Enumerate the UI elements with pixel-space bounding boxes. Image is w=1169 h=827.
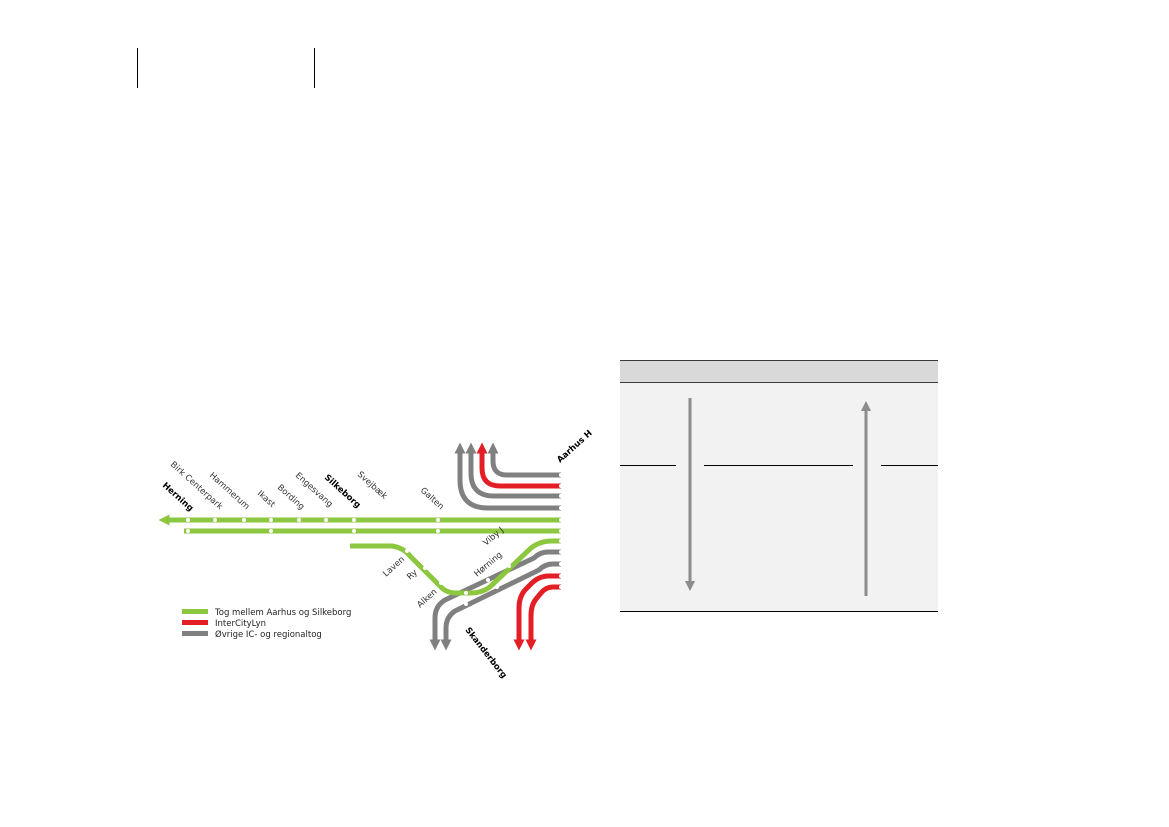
station-ry: Ry bbox=[405, 568, 419, 582]
header-divider-right bbox=[314, 48, 315, 88]
station-skanderborg: Skanderborg bbox=[463, 626, 509, 681]
direction-panel bbox=[620, 360, 938, 613]
station-galten: Galten bbox=[418, 486, 446, 512]
line-grey-north-3 bbox=[487, 442, 561, 478]
panel-divider-segment-3 bbox=[881, 465, 938, 466]
station-dots bbox=[186, 473, 563, 606]
panel-header bbox=[620, 360, 938, 383]
line-grey-south-2 bbox=[440, 561, 561, 651]
panel-divider-segment-2 bbox=[704, 465, 853, 466]
line-grey-north-2 bbox=[465, 442, 561, 499]
panel-divider-segment-1 bbox=[620, 465, 676, 466]
station-ikast: Ikast bbox=[255, 489, 277, 510]
panel-bottom-rule bbox=[620, 611, 938, 612]
panel-arrows bbox=[684, 398, 872, 596]
line-red-south-1 bbox=[513, 573, 561, 651]
legend-swatch-green bbox=[182, 609, 208, 614]
station-svejbaek: Svejbæk bbox=[355, 470, 389, 502]
legend-swatch-red bbox=[182, 620, 208, 625]
legend-label-red: InterCityLyn bbox=[215, 619, 266, 629]
station-aarhus-h: Aarhus H bbox=[555, 429, 594, 466]
station-laven: Laven bbox=[381, 555, 407, 580]
line-grey-north-1 bbox=[454, 442, 561, 511]
line-red-north bbox=[476, 442, 561, 489]
legend-label-green: Tog mellem Aarhus og Silkeborg bbox=[214, 608, 351, 618]
line-red-south-2 bbox=[525, 584, 561, 651]
panel-body bbox=[620, 382, 938, 611]
legend-swatch-grey bbox=[182, 631, 208, 636]
station-bording: Bording bbox=[275, 483, 306, 512]
legend-label-grey: Øvrige IC- og regionaltog bbox=[215, 629, 322, 640]
header-divider-left bbox=[137, 48, 138, 88]
map-legend: Tog mellem Aarhus og Silkeborg InterCity… bbox=[182, 608, 351, 640]
